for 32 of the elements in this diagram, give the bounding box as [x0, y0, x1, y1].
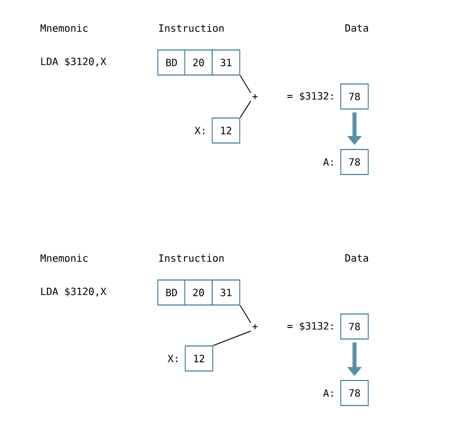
beside-label: A: [323, 389, 333, 397]
value-box: 78 [340, 380, 369, 406]
value-box: 20 [184, 50, 213, 76]
value-box: 78 [340, 314, 369, 340]
beside-label: X: [168, 354, 178, 362]
value-box: BD [157, 280, 186, 306]
value-box: 31 [212, 50, 240, 76]
row-label: LDA $3120,X [41, 57, 106, 67]
column-heading: Mnemonic [40, 254, 88, 262]
connector-line [212, 330, 252, 346]
connector-line [240, 75, 252, 94]
value-box: 78 [340, 149, 369, 175]
beside-label: = $3132: [287, 92, 333, 102]
beside-label: X: [194, 126, 204, 134]
row-label: LDA $3120,X [41, 287, 106, 297]
connector-line [240, 305, 252, 324]
connector-line [240, 100, 252, 118]
column-heading: Data [345, 254, 368, 262]
value-box: 31 [212, 280, 240, 306]
value-box: 12 [212, 118, 240, 144]
column-heading: Instruction [159, 254, 224, 262]
column-heading: Data [345, 24, 368, 32]
beside-label: = $3132: [287, 322, 333, 332]
value-box: 12 [184, 346, 214, 372]
plus-sign: + [252, 324, 258, 330]
value-box: 20 [184, 280, 213, 306]
column-heading: Mnemonic [40, 24, 88, 32]
beside-label: A: [323, 158, 333, 166]
value-box: 78 [340, 84, 369, 110]
column-heading: Instruction [159, 24, 224, 32]
value-box: BD [157, 50, 186, 76]
plus-sign: + [252, 94, 258, 100]
